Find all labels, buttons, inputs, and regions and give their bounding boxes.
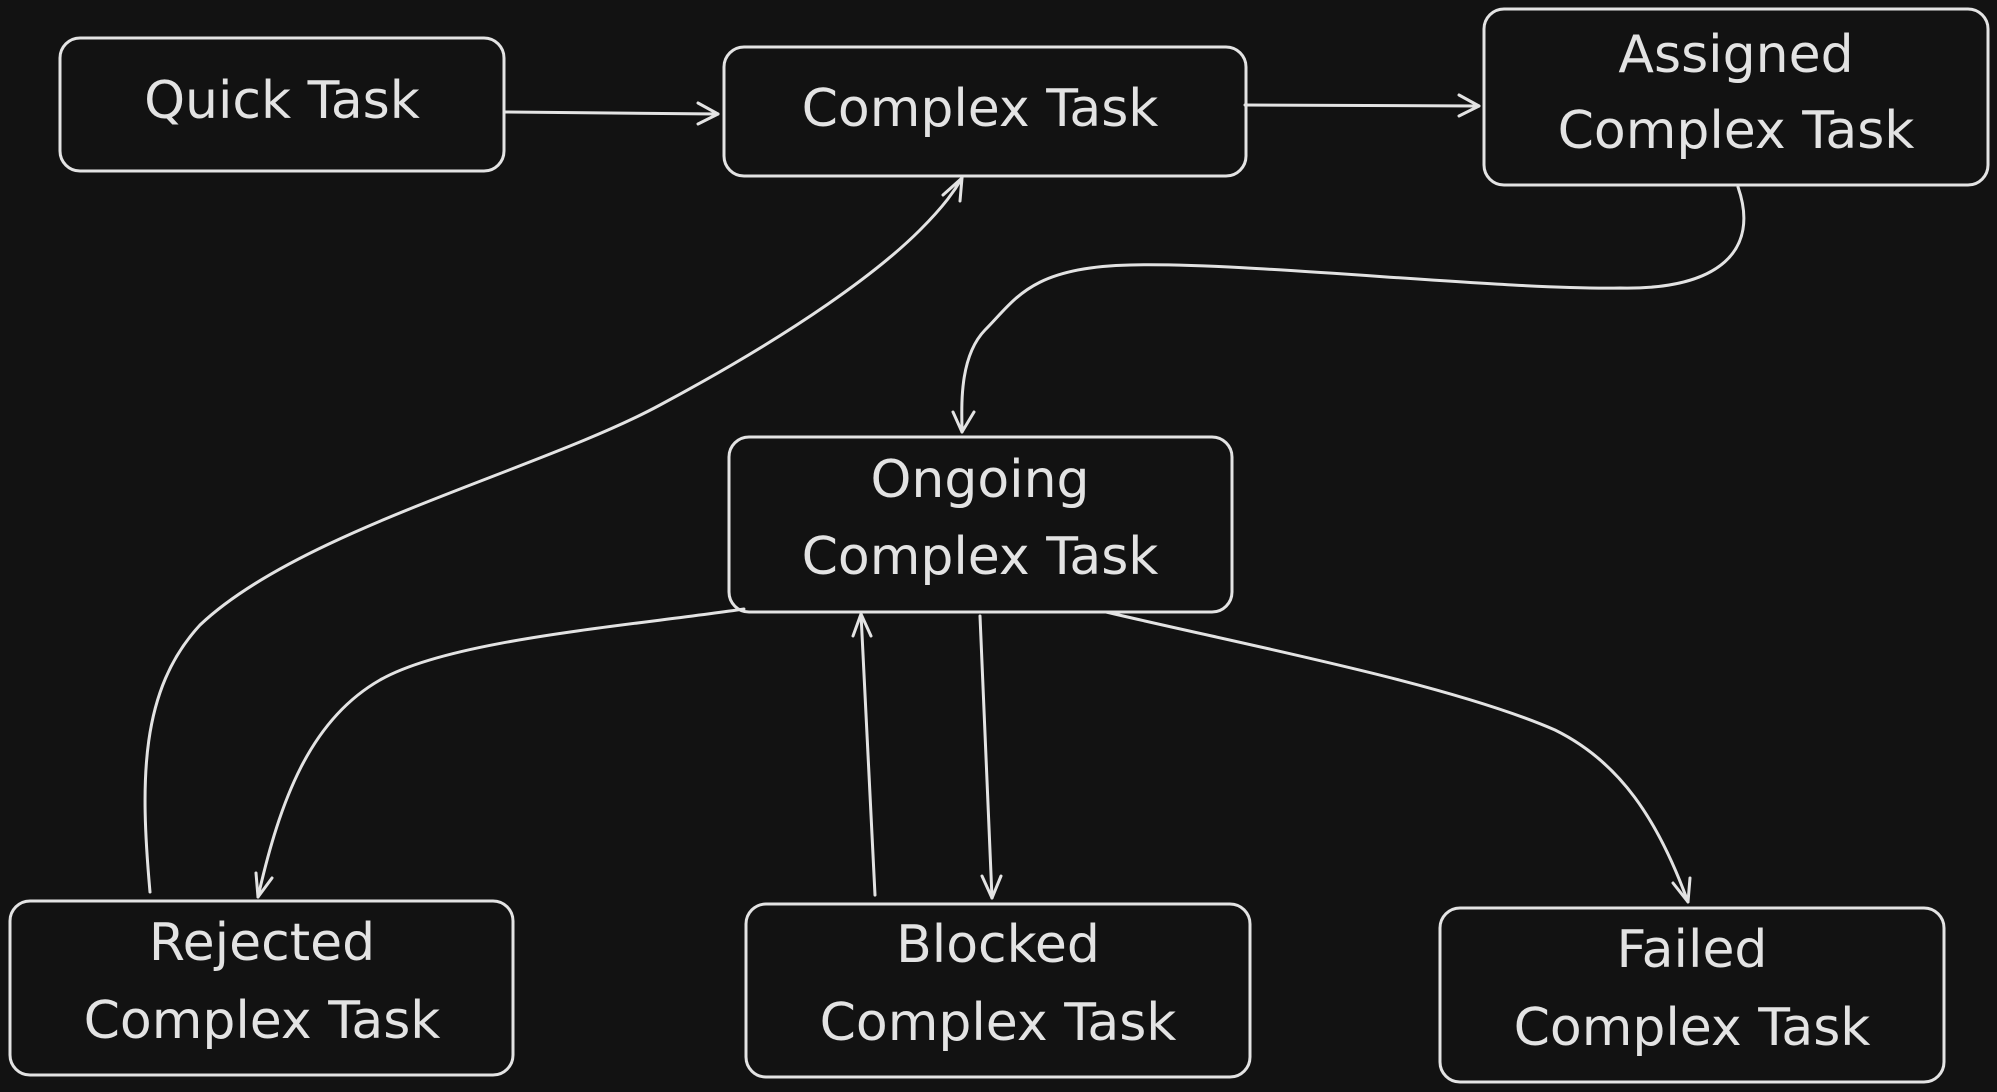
node-blocked-line2: Complex Task [820,993,1177,1053]
node-failed-line1: Failed [1617,920,1768,980]
node-complex-task: Complex Task [722,45,1248,178]
edge-ongoing-to-blocked [978,614,1003,900]
node-assigned-line1: Assigned [1618,25,1853,85]
node-failed-line2: Complex Task [1514,998,1871,1058]
edge-ongoing-to-rejected [254,607,746,899]
edges [143,93,1746,904]
node-blocked-line1: Blocked [896,915,1100,975]
node-rejected-line1: Rejected [149,913,375,973]
node-ongoing-line1: Ongoing [870,450,1089,510]
edge-ongoing-to-failed [1104,610,1692,904]
node-rejected-line2: Complex Task [84,991,441,1051]
node-complex-task-label: Complex Task [802,79,1159,139]
node-assigned-complex-task: Assigned Complex Task [1482,7,1990,187]
edge-quick-to-complex [503,101,720,126]
edge-blocked-to-ongoing [851,612,877,897]
node-quick-task: Quick Task [58,36,506,173]
edge-rejected-to-complex [143,176,964,894]
node-quick-task-label: Quick Task [144,71,420,131]
node-ongoing-complex-task: Ongoing Complex Task [727,435,1234,614]
node-blocked-complex-task: Blocked Complex Task [744,902,1252,1079]
node-ongoing-line2: Complex Task [802,527,1159,587]
node-assigned-line2: Complex Task [1558,101,1915,161]
edge-assigned-to-ongoing [951,185,1746,434]
node-rejected-complex-task: Rejected Complex Task [8,899,515,1077]
edge-complex-to-assigned [1243,93,1481,118]
node-failed-complex-task: Failed Complex Task [1438,906,1946,1084]
